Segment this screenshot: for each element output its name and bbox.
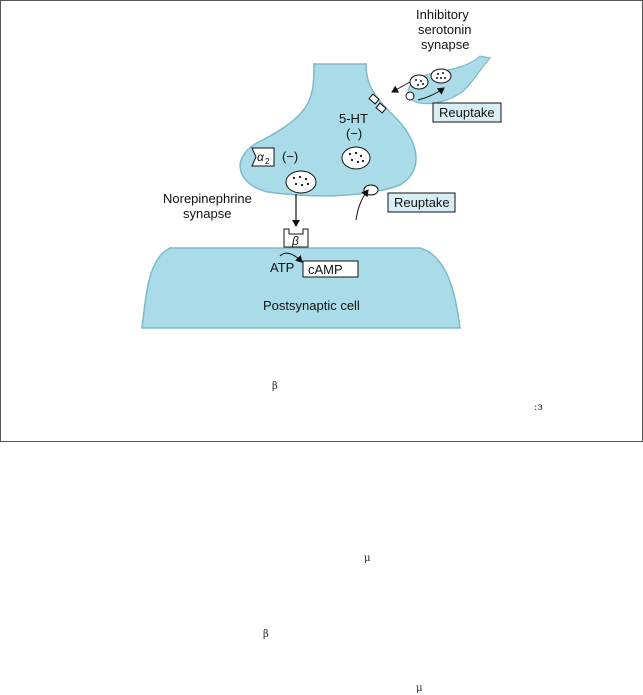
alpha2-receptor (251, 147, 275, 167)
beta-symbol: β (291, 234, 299, 248)
reuptake-box-bottom (387, 192, 456, 213)
norepinephrine-vesicle (341, 146, 371, 170)
postsynaptic-label: Postsynaptic cell (263, 298, 360, 313)
beta-receptor (283, 228, 309, 248)
reuptake-arrow-top (417, 87, 445, 101)
reuptake-label-bottom: Reuptake (394, 195, 450, 210)
presynaptic-terminal (239, 63, 417, 197)
inhibitory-label-line2: serotonin (418, 22, 471, 37)
page-mark: μ (364, 553, 371, 564)
norepinephrine-label-line2: synapse (183, 206, 231, 221)
norepinephrine-label-line1: Norepinephrine (163, 191, 252, 206)
atp-camp-arrow (279, 252, 303, 263)
serotonin-release-arrow (391, 81, 411, 93)
reuptake-label-top: Reuptake (439, 105, 495, 120)
5ht-label: 5-HT (339, 111, 368, 126)
reuptake-box-top (432, 102, 502, 123)
alpha2-subscript: 2 (265, 157, 270, 166)
5ht-receptor (368, 93, 380, 105)
atp-label: ATP (270, 260, 294, 275)
camp-box (302, 260, 359, 278)
5ht-minus: (−) (346, 126, 362, 141)
camp-label: cAMP (308, 262, 343, 277)
alpha2-symbol: α (257, 150, 265, 164)
reuptake-transporter-top (405, 91, 415, 101)
page-mark: :з (534, 402, 543, 413)
5ht-receptor (375, 102, 387, 114)
alpha2-minus: (−) (282, 149, 298, 164)
inhibitory-label-line3: synapse (421, 37, 469, 52)
reuptake-arrow-bottom (355, 189, 369, 221)
synapse-diagram: α 2 (−) β ATP cAMP Postsynaptic cell 5-H… (141, 7, 502, 329)
inhibitory-label-line1: Inhibitory (416, 7, 469, 22)
release-vesicle (285, 170, 317, 194)
page-mark: β (272, 381, 278, 392)
page-mark: β (263, 629, 269, 640)
serotonin-vesicle (430, 68, 452, 84)
page-mark: μ (416, 683, 423, 694)
serotonin-vesicle (409, 74, 429, 90)
postsynaptic-cell (141, 247, 461, 329)
